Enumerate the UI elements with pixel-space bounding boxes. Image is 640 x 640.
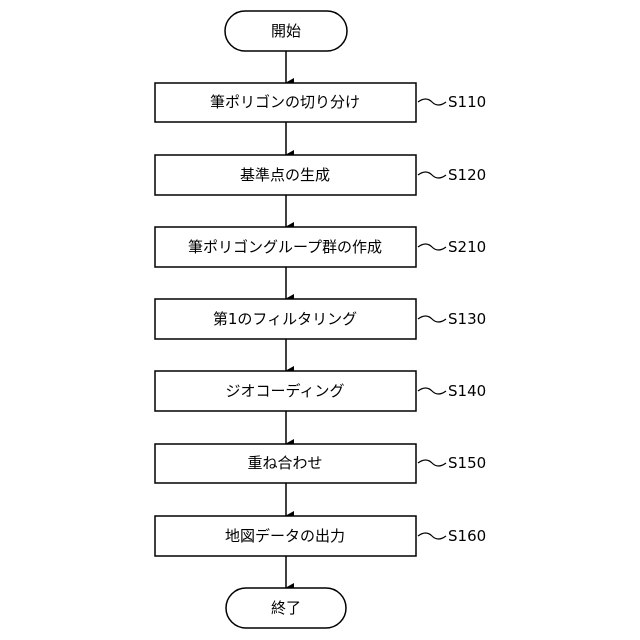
step-code: S130	[448, 310, 486, 328]
step-leader	[418, 460, 446, 466]
start-terminal: 開始	[225, 11, 347, 51]
step-label: 地図データの出力	[225, 527, 345, 545]
step-label: 筆ポリゴングループ群の作成	[188, 238, 382, 256]
step-code: S210	[448, 238, 486, 256]
step-s150: 重ね合わせ S150	[155, 444, 486, 483]
step-code: S140	[448, 382, 486, 400]
step-s140: ジオコーディング S140	[155, 371, 486, 411]
step-s130: 第1のフィルタリング S130	[155, 299, 486, 339]
step-code: S150	[448, 454, 486, 472]
step-leader	[418, 172, 446, 178]
step-label: 重ね合わせ	[247, 454, 322, 472]
step-leader	[418, 244, 446, 250]
start-label: 開始	[271, 22, 301, 40]
step-label: ジオコーディング	[226, 382, 345, 400]
step-code: S120	[448, 166, 486, 184]
step-label: 第1のフィルタリング	[213, 310, 357, 328]
step-s120: 基準点の生成 S120	[155, 155, 486, 195]
step-s210: 筆ポリゴングループ群の作成 S210	[155, 227, 486, 267]
step-label: 基準点の生成	[240, 166, 330, 184]
step-label: 筆ポリゴンの切り分け	[210, 93, 360, 111]
step-code: S110	[448, 93, 486, 111]
step-leader	[418, 388, 446, 394]
end-label: 終了	[271, 599, 301, 617]
step-code: S160	[448, 527, 486, 545]
step-leader	[418, 533, 446, 539]
step-leader	[418, 316, 446, 322]
end-terminal: 終了	[226, 588, 346, 628]
step-s160: 地図データの出力 S160	[155, 516, 486, 556]
step-leader	[418, 99, 446, 105]
step-s110: 筆ポリゴンの切り分け S110	[155, 83, 486, 122]
